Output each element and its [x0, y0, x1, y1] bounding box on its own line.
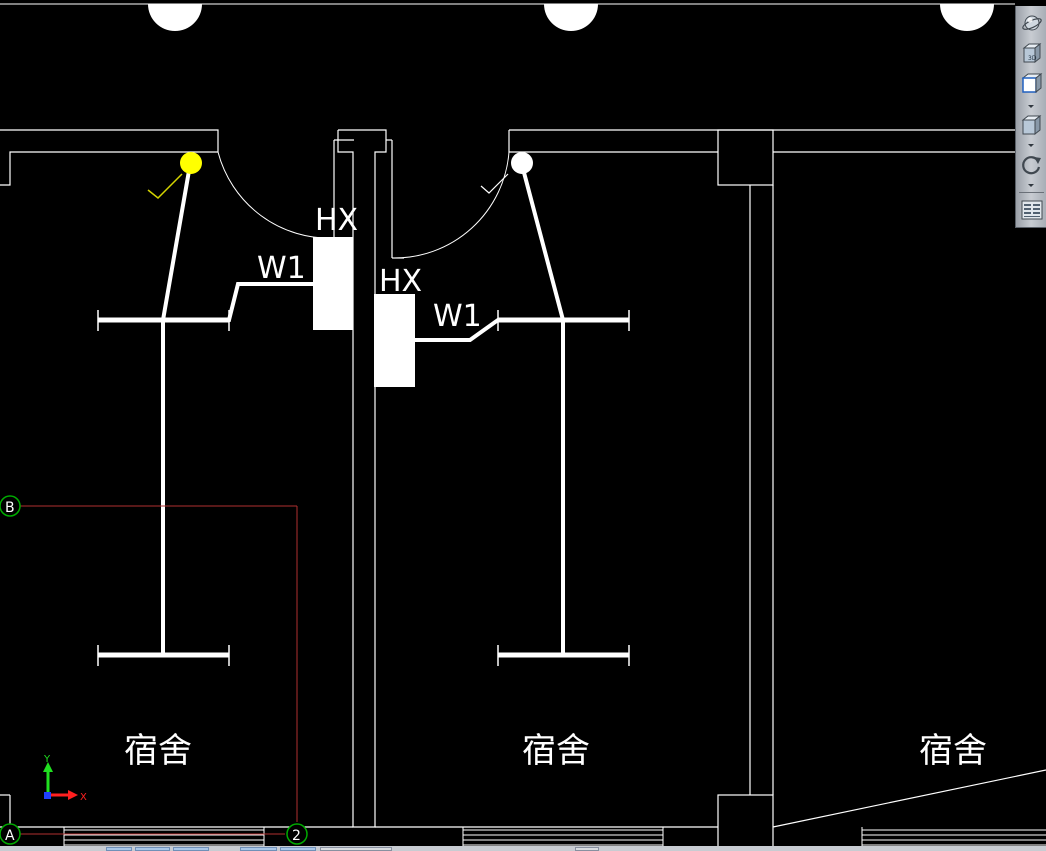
- room-label-middle: 宿舍: [522, 731, 590, 771]
- windows: [63, 827, 1046, 846]
- hx-label-left: HX: [315, 203, 358, 238]
- wall-top-left[interactable]: [0, 129, 219, 186]
- ceiling-fixtures: [148, 4, 994, 31]
- orbit-button[interactable]: [1018, 10, 1045, 36]
- switch-mark-right: [480, 173, 509, 194]
- hx-label-right: HX: [379, 264, 422, 299]
- grid-bubble-a[interactable]: [0, 823, 21, 845]
- box-view-dropdown-arrow[interactable]: [1028, 144, 1034, 147]
- status-tab-1[interactable]: [106, 847, 132, 851]
- view-box-button[interactable]: [1018, 71, 1045, 97]
- wire-label-right: W1: [433, 299, 482, 334]
- room-right-fixtures: [374, 152, 630, 666]
- 3d-cube-icon: 3D: [1022, 42, 1041, 64]
- status-tab-5[interactable]: [280, 847, 316, 851]
- grid-bubble-b-label: B: [5, 500, 15, 516]
- box-view-button[interactable]: [1018, 112, 1045, 138]
- room-label-left: 宿舍: [124, 731, 192, 771]
- status-bar: [0, 846, 1046, 851]
- ucs-y-arrow: [43, 762, 53, 772]
- grid-bubble-a-label: A: [5, 828, 15, 844]
- layout-grid-button[interactable]: [1018, 197, 1045, 223]
- column-top[interactable]: [717, 129, 774, 186]
- box-view-icon: [1021, 114, 1041, 136]
- door-swings: [217, 151, 510, 259]
- svg-text:3D: 3D: [1028, 55, 1037, 62]
- status-tab-6[interactable]: [320, 847, 392, 851]
- ceiling-fixture-1[interactable]: [148, 4, 202, 31]
- ucs-icon: Y X: [43, 754, 87, 803]
- ucs-origin: [44, 792, 51, 799]
- status-tab-2[interactable]: [135, 847, 170, 851]
- room-left-fixtures: [97, 152, 353, 666]
- grid-axes: B 2 A: [0, 495, 308, 845]
- wire-label-left: W1: [257, 251, 306, 286]
- room-label-right: 宿舍: [919, 731, 987, 771]
- rotate-button[interactable]: [1018, 152, 1045, 178]
- rotate-icon: [1021, 156, 1041, 175]
- toolbar-separator: [1019, 192, 1044, 193]
- 3d-view-button[interactable]: 3D: [1018, 40, 1045, 66]
- grid-bubble-b[interactable]: [0, 495, 21, 517]
- status-tab-4[interactable]: [240, 847, 277, 851]
- door-arc-right[interactable]: [391, 151, 510, 259]
- ucs-y-label: Y: [43, 754, 51, 765]
- ucs-x-arrow: [68, 790, 78, 800]
- orbit-icon: [1021, 15, 1042, 31]
- ucs-x-label: X: [80, 792, 87, 803]
- layout-grid-icon: [1021, 200, 1042, 220]
- view-box-icon: [1021, 72, 1042, 94]
- grid-bubble-2-label: 2: [292, 828, 301, 844]
- selected-fixture-left[interactable]: [180, 152, 202, 174]
- hx-box-left[interactable]: [313, 237, 353, 330]
- ceiling-fixture-3[interactable]: [940, 4, 994, 31]
- status-tab-3[interactable]: [173, 847, 209, 851]
- grid-bubble-2[interactable]: [286, 823, 308, 845]
- wall-bottom-right-diagonal: [772, 769, 1046, 828]
- rotate-dropdown-arrow[interactable]: [1028, 184, 1034, 187]
- hx-box-right[interactable]: [374, 294, 415, 387]
- door-arc-left[interactable]: [217, 151, 335, 239]
- switch-mark-left: [147, 173, 183, 200]
- view-box-dropdown-arrow[interactable]: [1028, 105, 1034, 108]
- labels: HX HX W1 W1 宿舍 宿舍 宿舍: [124, 203, 987, 771]
- fixture-right[interactable]: [511, 152, 533, 174]
- view-toolbar: 3D: [1015, 6, 1046, 228]
- ceiling-fixture-2[interactable]: [544, 4, 598, 31]
- status-tab-7[interactable]: [575, 847, 599, 851]
